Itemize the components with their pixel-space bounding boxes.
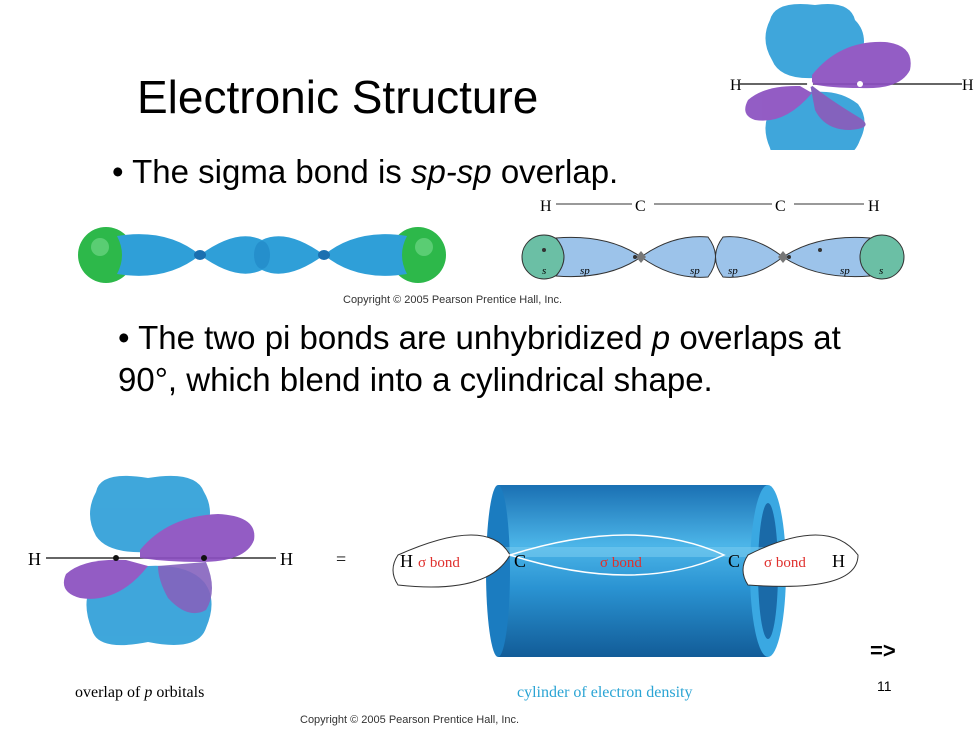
top-right-left-h: H — [730, 77, 742, 94]
cylinder-electron-density-figure: H σ bond C σ bond C σ bond H — [392, 485, 859, 657]
cyl-left-sigma-bond: σ bond — [418, 555, 460, 571]
caption-overlap-p-orbitals: overlap of p orbitals — [75, 684, 204, 702]
bullet-text-pre: The two pi bonds are unhybridized — [138, 319, 652, 356]
bullet-sigma-bond: • The sigma bond is sp-sp overlap. — [112, 152, 618, 192]
equals-sign: = — [336, 549, 346, 569]
pi-orbital-overlap-figure: H H = — [28, 475, 346, 646]
cyl-c-right: C — [728, 551, 740, 571]
schematic-orbital-sp-2: sp — [690, 265, 700, 277]
bullet-dot: • — [112, 153, 124, 190]
caption-suffix: orbitals — [152, 684, 205, 701]
bullet-text-post: overlap. — [491, 153, 619, 190]
pi-figure-left-h: H — [28, 549, 41, 569]
schematic-h-left: H — [540, 198, 552, 215]
schematic-orbital-sp-1: sp — [580, 265, 590, 277]
next-slide-arrow[interactable]: => — [870, 638, 896, 663]
bullet-term: p — [651, 319, 671, 356]
schematic-orbital-s-right: s — [879, 265, 883, 277]
schematic-orbital-sp-3: sp — [728, 265, 738, 277]
bullet-pi-bonds: • The two pi bonds are unhybridized p ov… — [118, 317, 878, 401]
bullet-text-pre: The sigma bond is — [132, 153, 411, 190]
schematic-h-right: H — [868, 198, 880, 215]
caption-prefix: overlap of — [75, 684, 145, 701]
schematic-orbital-sp-4: sp — [840, 265, 850, 277]
slide-number: 11 — [877, 678, 892, 694]
schematic-c-left: C — [635, 198, 646, 215]
schematic-orbital-s-left: s — [542, 265, 546, 277]
bullet-text-post: overlaps at 90°, which blend into a cyli… — [118, 319, 841, 398]
bullet-term: sp-sp — [410, 153, 492, 190]
copyright-top: Copyright © 2005 Pearson Prentice Hall, … — [343, 294, 563, 306]
top-right-pi-orbital-figure: H H — [730, 4, 974, 150]
sigma-orbital-3d-figure — [78, 227, 446, 283]
sigma-bond-schematic: H C C H s sp sp sp sp s — [521, 193, 905, 280]
copyright-bottom: Copyright © 2005 Pearson Prentice Hall, … — [300, 714, 520, 726]
slide-title: Electronic Structure — [137, 71, 539, 123]
cyl-c-left: C — [514, 551, 526, 571]
caption-cylinder: cylinder of electron density — [517, 684, 693, 701]
pi-figure-right-h: H — [280, 549, 293, 569]
top-right-right-h: H — [962, 77, 974, 94]
bullet-dot: • — [118, 319, 130, 356]
caption-italic-p: p — [144, 684, 153, 701]
cyl-middle-sigma-bond: σ bond — [600, 555, 642, 571]
cyl-right-h: H — [832, 551, 845, 571]
schematic-c-right: C — [775, 198, 786, 215]
cyl-right-sigma-bond: σ bond — [764, 555, 806, 571]
cyl-left-h: H — [400, 551, 413, 571]
